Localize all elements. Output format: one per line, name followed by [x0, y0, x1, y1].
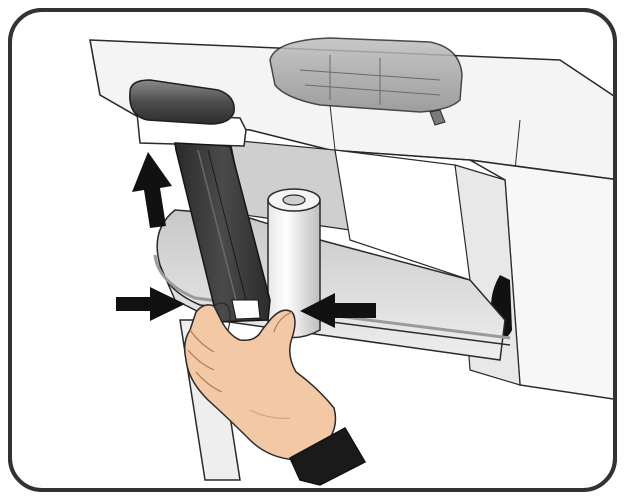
illustration-frame — [0, 0, 625, 500]
illustration-canvas — [0, 0, 625, 500]
